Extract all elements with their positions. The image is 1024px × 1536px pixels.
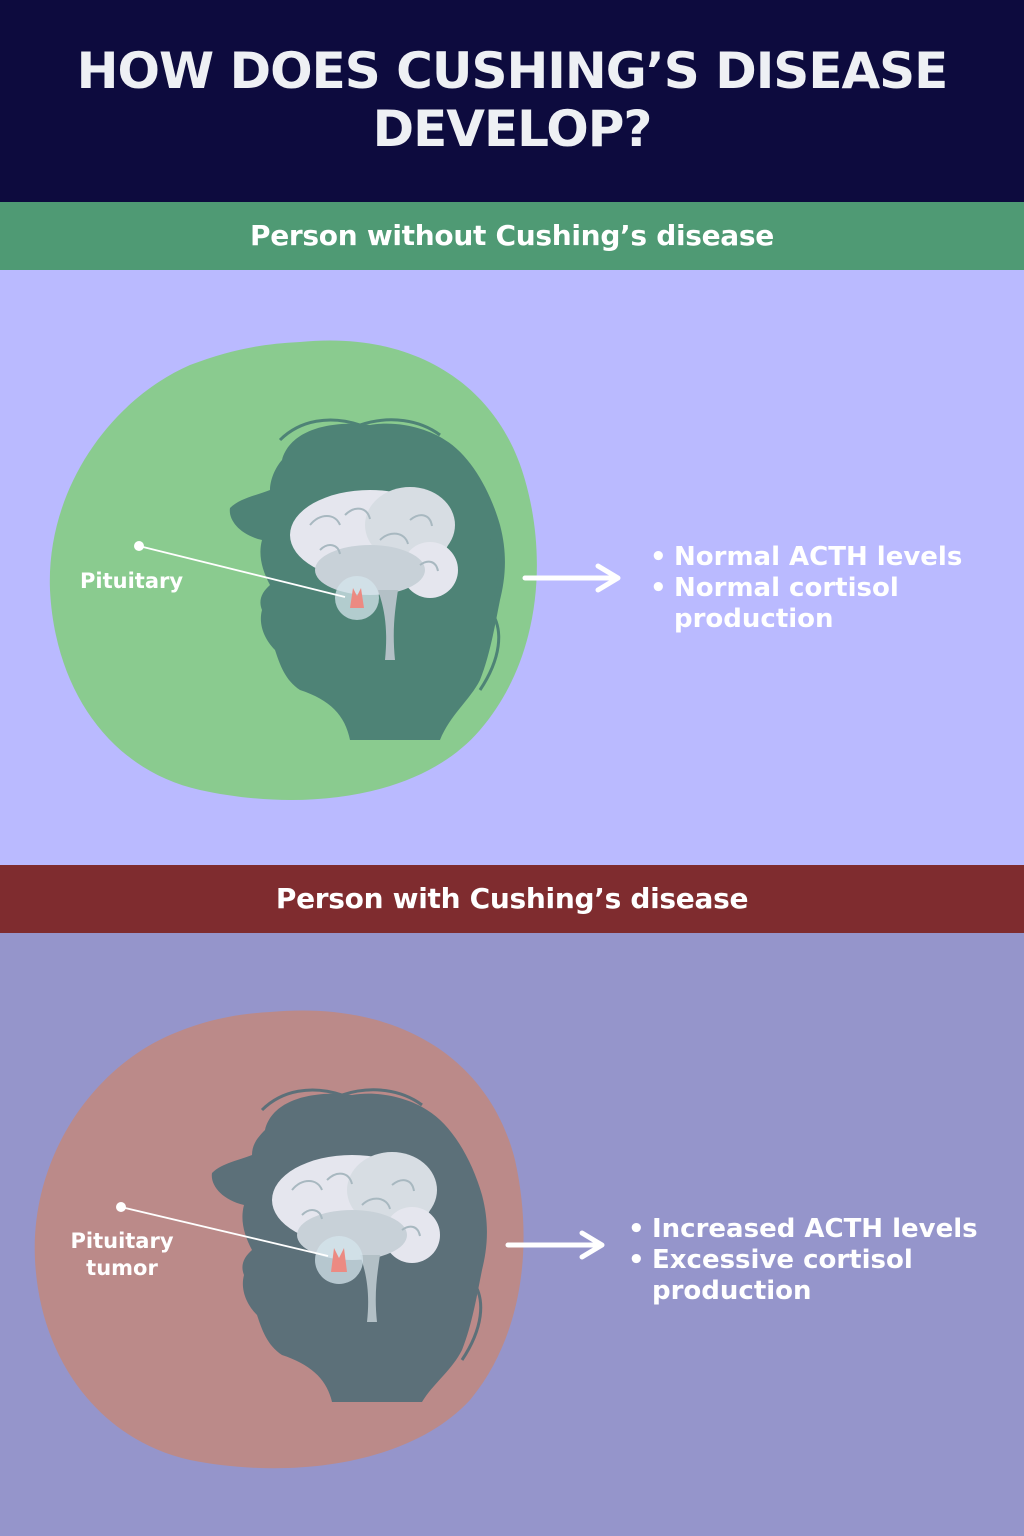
outcome-list-normal: Normal ACTH levels Normal cortisol produ… <box>650 542 990 635</box>
outcome-item: Increased ACTH levels <box>628 1214 998 1245</box>
title-text: HOW DOES CUSHING’S DISEASE DEVELOP? <box>76 42 949 158</box>
pituitary-tumor-icon <box>331 1248 347 1272</box>
arrow-right-icon <box>505 1230 605 1260</box>
outcome-item: Normal ACTH levels <box>650 542 990 573</box>
arrow-right-icon <box>522 563 621 593</box>
section-heading-with: Person with Cushing’s disease <box>0 865 1024 933</box>
panel-without-cushings: Pituitary Normal ACTH levels Normal cort… <box>0 270 1024 865</box>
pituitary-tumor-label: Pituitary tumor <box>70 1229 174 1280</box>
header: HOW DOES CUSHING’S DISEASE DEVELOP? <box>0 0 1024 202</box>
outcome-item: Excessive cortisol production <box>628 1245 998 1307</box>
section-heading-without: Person without Cushing’s disease <box>0 202 1024 270</box>
head-illustration-tumor <box>34 1010 605 1469</box>
page-title: HOW DOES CUSHING’S DISEASE DEVELOP? <box>0 42 1024 158</box>
head-illustration-normal <box>49 340 621 800</box>
pituitary-label: Pituitary <box>80 569 184 593</box>
pointer-dot <box>134 541 144 551</box>
pituitary-gland-icon <box>350 588 364 608</box>
outcome-list-disease: Increased ACTH levels Excessive cortisol… <box>628 1214 998 1307</box>
outcome-item: Normal cortisol production <box>650 573 990 635</box>
brain-icon <box>272 1152 440 1322</box>
panel-with-cushings: Pituitary tumor Increased ACTH levels Ex… <box>0 933 1024 1536</box>
pointer-dot <box>116 1202 126 1212</box>
brain-icon <box>290 487 458 660</box>
